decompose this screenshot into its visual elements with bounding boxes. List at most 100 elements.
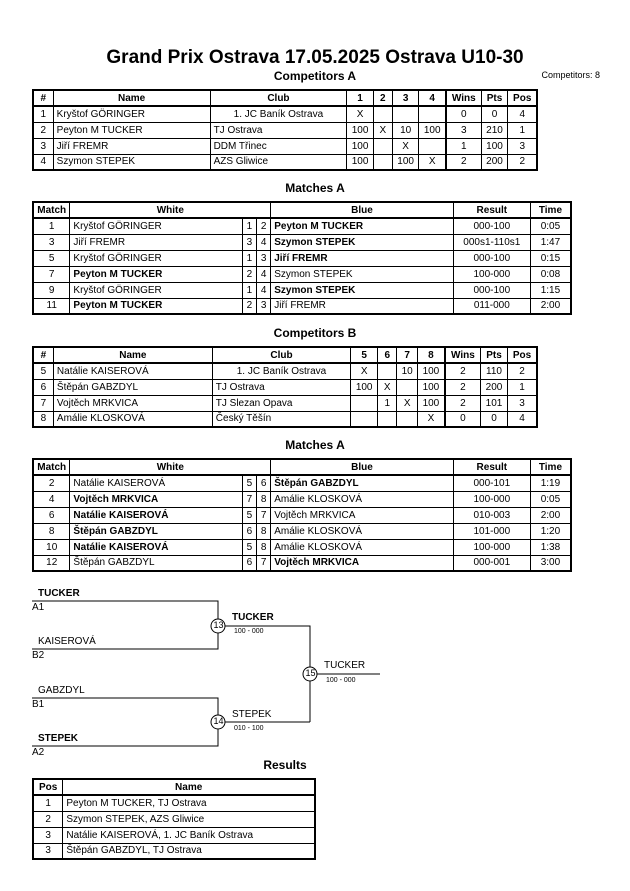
blue-number: 2 [256, 217, 272, 235]
table-cell: 0 [444, 105, 482, 123]
column-header: Result [452, 201, 531, 219]
result-name: Štěpán GABZDYL, TJ Ostrava [62, 842, 316, 860]
table-cell: Amálie KLOSKOVÁ [52, 410, 213, 428]
column-header: White [69, 201, 272, 219]
table-cell: 200 [480, 153, 509, 171]
result-position: 2 [32, 810, 64, 828]
table-cell: 2 [507, 153, 538, 171]
bracket-sf1-winner: TUCKER [232, 612, 274, 623]
table-cell: 4 [32, 153, 54, 171]
table-cell: 4 [507, 410, 538, 428]
bracket-sf2-match-no: 14 [213, 716, 224, 726]
bracket-sf1-bottom-name: KAISEROVÁ [38, 636, 96, 647]
match-time: 1:19 [529, 474, 572, 492]
column-header: Pos [507, 89, 538, 107]
match-number: 12 [32, 554, 71, 572]
results-heading: Results [263, 758, 307, 772]
table-cell: AZS Gliwice [209, 153, 348, 171]
white-name: Peyton M TUCKER [69, 297, 243, 315]
column-header: Club [209, 89, 348, 107]
table-cell: 5 [32, 362, 54, 380]
column-header: Time [529, 201, 572, 219]
match-time: 3:00 [529, 554, 572, 572]
match-number: 11 [32, 297, 71, 315]
column-header: Blue [270, 458, 454, 476]
match-14-marker [210, 714, 226, 730]
competitors-b-heading: Competitors B [273, 326, 357, 340]
column-header: Pos [32, 778, 64, 796]
matches-b-heading: Matches A [285, 438, 345, 452]
blue-number: 3 [256, 297, 272, 315]
bracket-final-score: 100 - 000 [326, 677, 356, 684]
match-13-marker [210, 618, 226, 634]
bracket-sf2-top-seed: B1 [32, 699, 45, 710]
match-15-marker [302, 666, 318, 682]
bracket-sf2-winner: STEPEK [232, 709, 272, 720]
bracket-sf2-bottom-name: STEPEK [38, 733, 79, 744]
table-cell: 3 [507, 394, 538, 412]
column-header: Result [452, 458, 531, 476]
blue-number: 8 [256, 538, 272, 556]
column-header: Wins [444, 89, 482, 107]
column-header: Name [62, 778, 316, 796]
bracket-sf2-top-name: GABZDYL [38, 685, 85, 696]
blue-number: 8 [256, 522, 272, 540]
competitors-count: Competitors: 8 [541, 70, 600, 80]
bracket-sf1-score: 100 - 000 [234, 628, 264, 635]
column-header: White [69, 458, 272, 476]
match-result: 011-000 [452, 297, 531, 315]
column-header: 4 [418, 89, 447, 107]
bracket-sf1-top-seed: A1 [32, 602, 45, 613]
competitors-a-heading: Competitors A [273, 69, 357, 83]
result-position: 1 [32, 794, 64, 812]
column-header: # [32, 89, 54, 107]
table-cell: Szymon STEPEK [52, 153, 211, 171]
result-position: 3 [32, 842, 64, 860]
bracket-sf2-bottom-seed: A2 [32, 747, 45, 758]
table-cell: 0 [443, 410, 481, 428]
white-name: Štěpán GABZDYL [69, 554, 243, 572]
bracket-sf1-bottom-seed: B2 [32, 650, 45, 661]
column-header: # [32, 346, 54, 364]
table-cell: 8 [32, 410, 54, 428]
column-header: 2 [372, 89, 393, 107]
result-position: 3 [32, 826, 64, 844]
table-cell: 0 [479, 410, 509, 428]
column-header: 3 [391, 89, 420, 107]
matches-a-heading: Matches A [285, 181, 345, 195]
blue-number: 8 [256, 490, 272, 508]
result-name: Peyton M TUCKER, TJ Ostrava [62, 794, 316, 812]
column-header: Name [52, 89, 211, 107]
bracket-final-match-no: 15 [305, 668, 316, 678]
blue-name: Jiří FREMR [270, 297, 454, 315]
bracket-sf1-match-no: 13 [213, 620, 224, 630]
table-cell [372, 153, 393, 171]
column-header: Time [529, 458, 572, 476]
result-name: Szymon STEPEK, AZS Gliwice [62, 810, 316, 828]
table-cell: Český Těšín [211, 410, 352, 428]
column-header: Pos [507, 346, 538, 364]
match-time: 2:00 [529, 297, 572, 315]
match-result: 000-001 [452, 554, 531, 572]
bracket-sf1-top-name: TUCKER [38, 588, 80, 599]
